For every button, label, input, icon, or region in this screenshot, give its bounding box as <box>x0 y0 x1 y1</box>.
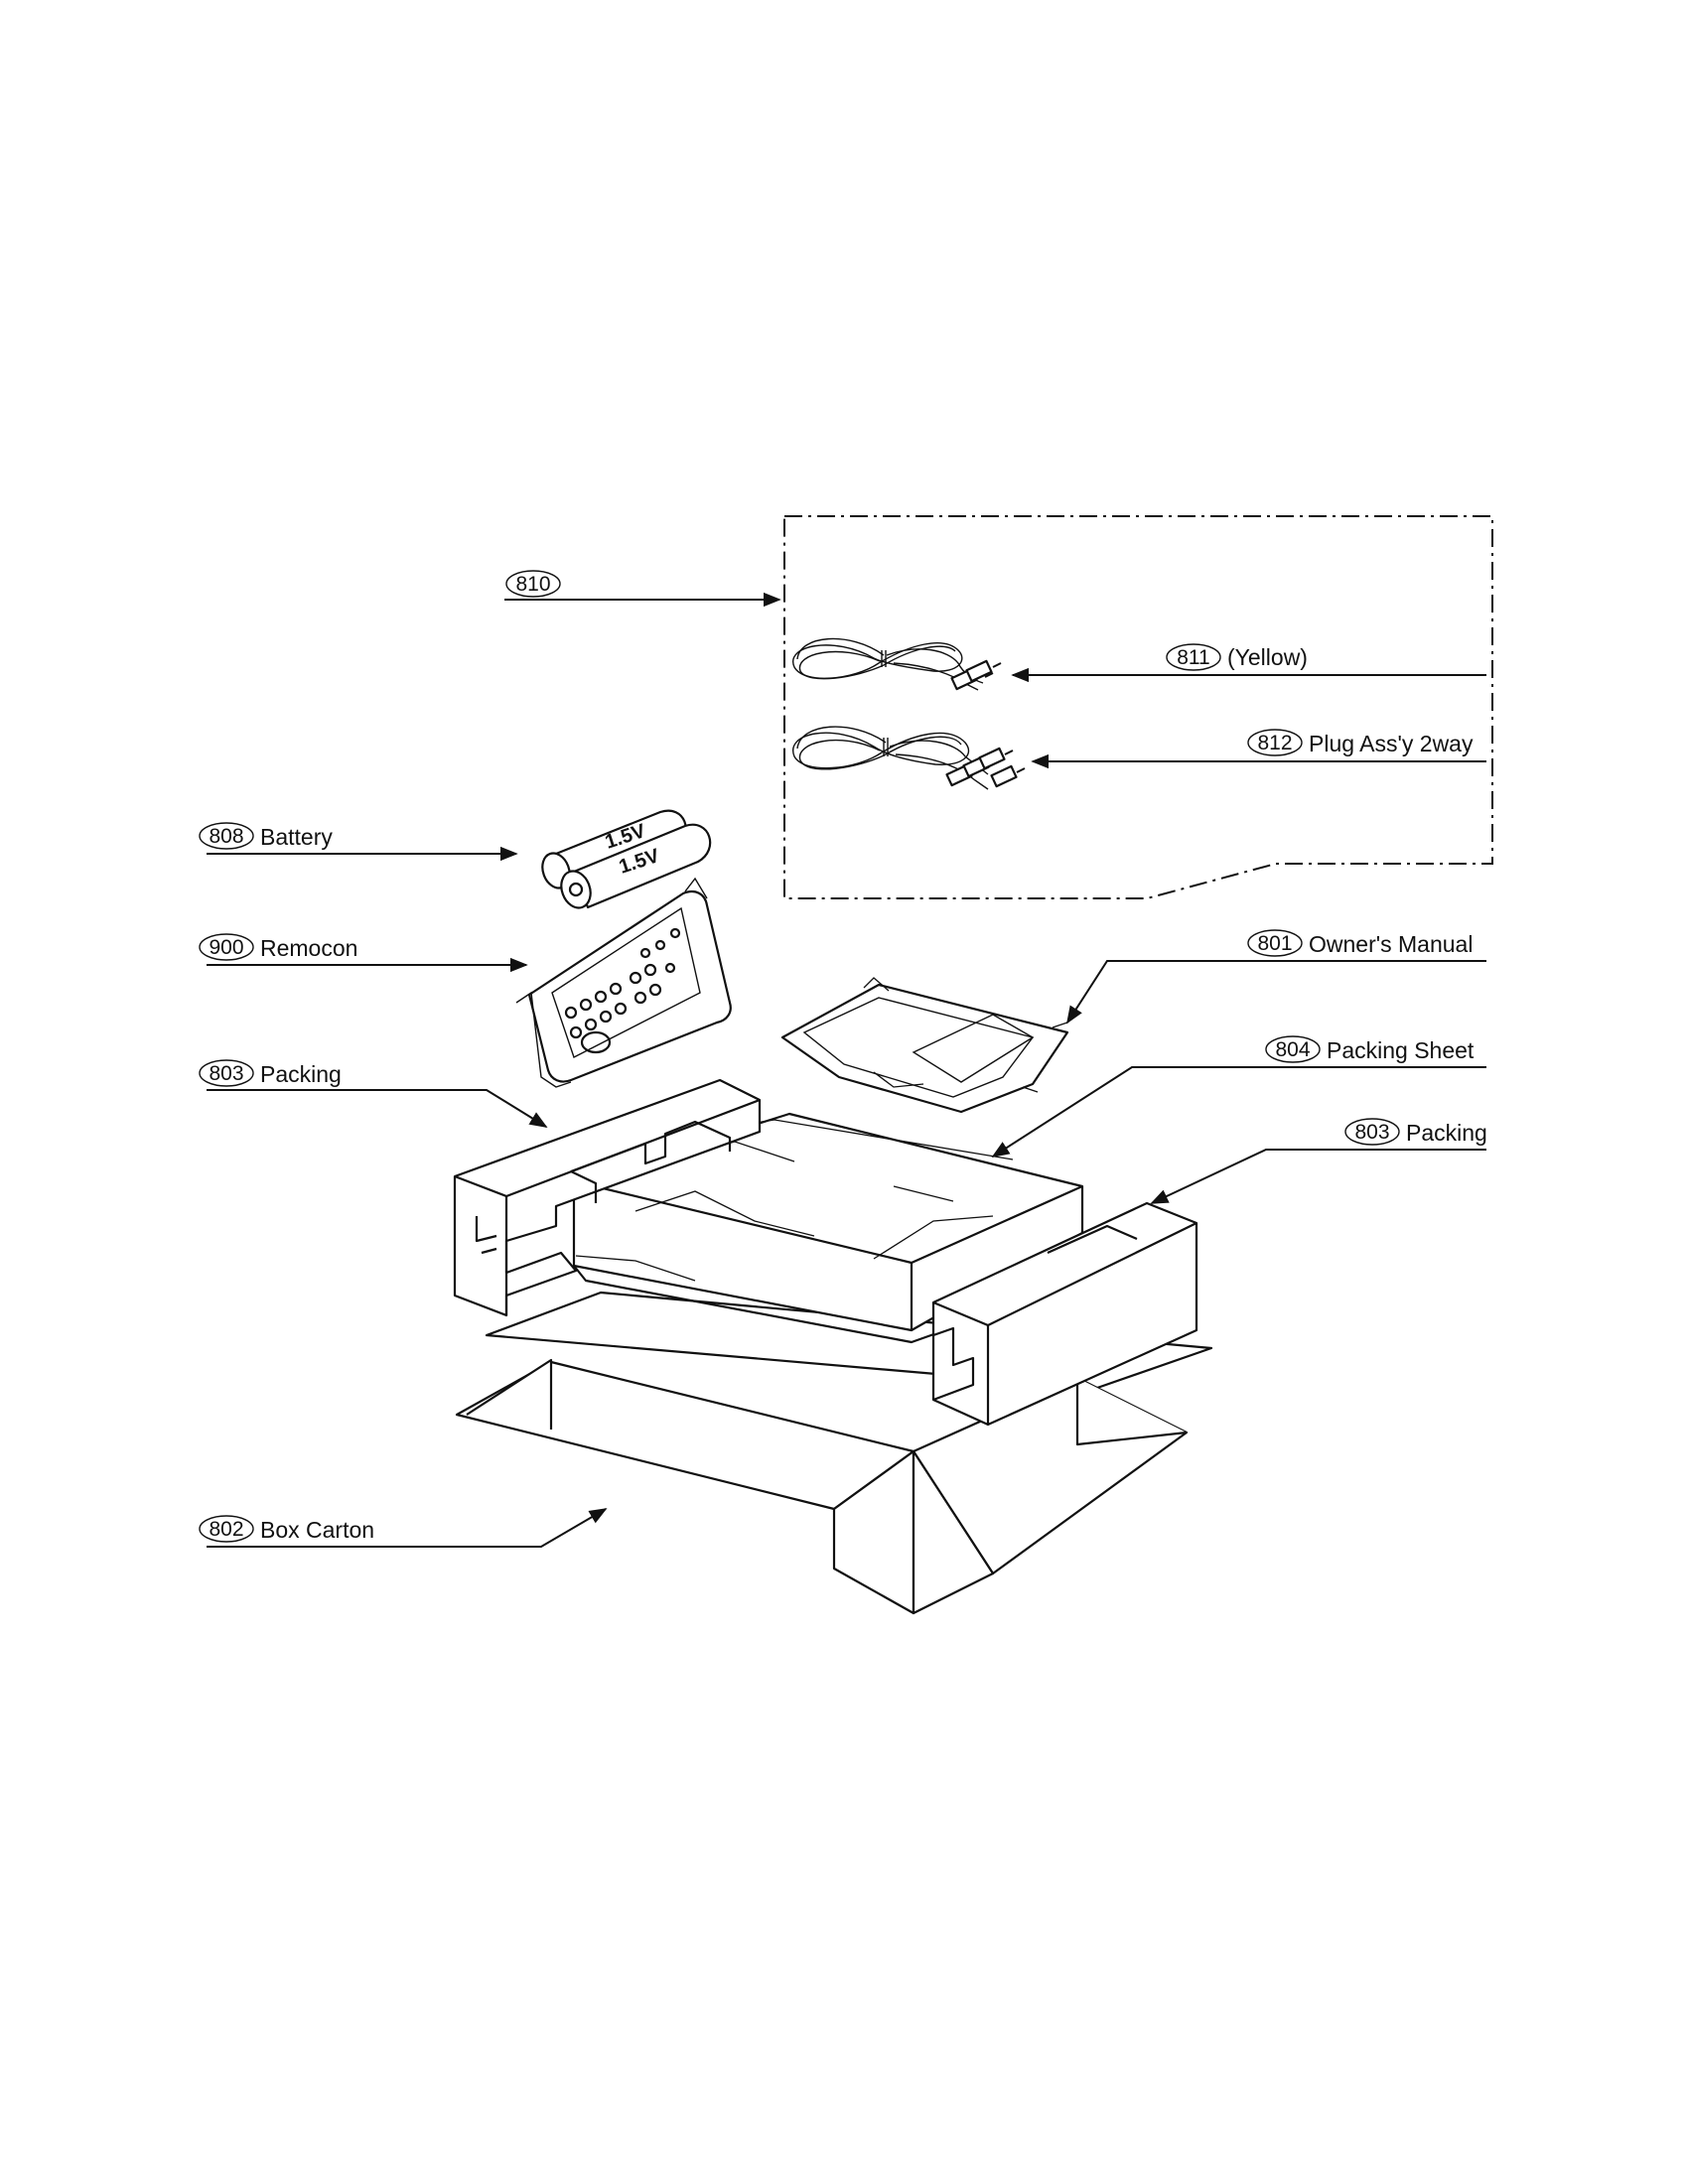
callout-801-label: Owner's Manual <box>1309 931 1473 957</box>
callout-804-label: Packing Sheet <box>1327 1037 1475 1063</box>
av-cable-yellow <box>792 637 1002 691</box>
callout-803-right-label: Packing <box>1406 1120 1487 1146</box>
callout-803-right: 803 Packing <box>1344 1118 1487 1146</box>
callout-900-number: 900 <box>209 936 243 959</box>
callout-811-number: 811 <box>1177 646 1209 669</box>
owners-manual-in-bag <box>780 977 1069 1114</box>
packing-foam-right <box>931 1201 1198 1427</box>
plug-assy-2way-cable <box>792 726 1026 790</box>
remote-buttons <box>564 927 681 1054</box>
callout-810-number: 810 <box>515 573 550 596</box>
remote-control-in-bag <box>515 877 732 1088</box>
callout-802-number: 802 <box>209 1518 243 1541</box>
battery-pair: 1.5V 1.5V <box>541 809 712 909</box>
packing-foam-left <box>453 1078 762 1317</box>
callout-812-number: 812 <box>1257 732 1292 754</box>
callout-803-left: 803 Packing <box>199 1059 342 1087</box>
callout-803-left-label: Packing <box>260 1061 342 1087</box>
callout-808: 808 Battery <box>199 822 333 850</box>
leader-lines <box>207 592 1486 1548</box>
callout-804-number: 804 <box>1275 1038 1310 1061</box>
callout-804: 804 Packing Sheet <box>1265 1035 1475 1063</box>
accessory-group-boundary <box>783 515 1493 899</box>
callout-811-label: (Yellow) <box>1227 644 1308 670</box>
callout-900-label: Remocon <box>260 935 357 961</box>
callout-812: 812 Plug Ass'y 2way <box>1247 729 1474 756</box>
callout-803-left-number: 803 <box>209 1062 243 1085</box>
callout-810: 810 <box>505 570 561 598</box>
callout-802: 802 Box Carton <box>199 1515 374 1543</box>
callout-808-number: 808 <box>209 825 243 848</box>
callout-811: 811 (Yellow) <box>1166 643 1308 671</box>
callout-803-right-number: 803 <box>1354 1121 1389 1144</box>
callout-801-number: 801 <box>1257 932 1292 955</box>
callout-801: 801 Owner's Manual <box>1247 929 1473 957</box>
callout-808-label: Battery <box>260 824 333 850</box>
callout-900: 900 Remocon <box>199 933 357 961</box>
callout-812-label: Plug Ass'y 2way <box>1309 731 1474 756</box>
callout-802-label: Box Carton <box>260 1517 374 1543</box>
